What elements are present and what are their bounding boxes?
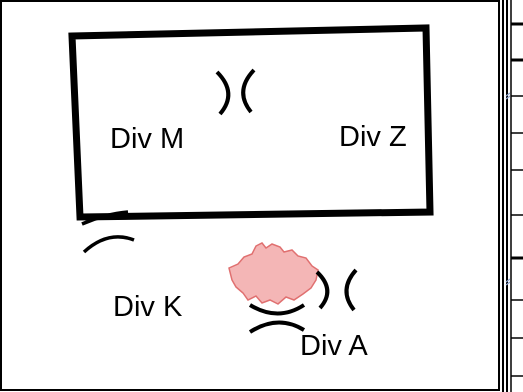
label-div-k: Div K [113, 291, 183, 323]
label-div-a: Div A [300, 330, 368, 362]
outer-frame [0, 0, 500, 391]
right-panel-strip [502, 0, 523, 392]
box-bottom-curve-connector [81, 210, 135, 254]
label-div-m: Div M [110, 123, 184, 155]
bottom-paren-symbol [315, 268, 358, 312]
label-div-z: Div Z [339, 121, 407, 153]
div-container-box [68, 24, 434, 221]
blob-bottom-curve-connector [248, 303, 306, 334]
pink-blob-shape [228, 242, 319, 305]
top-paren-symbol [215, 68, 256, 116]
